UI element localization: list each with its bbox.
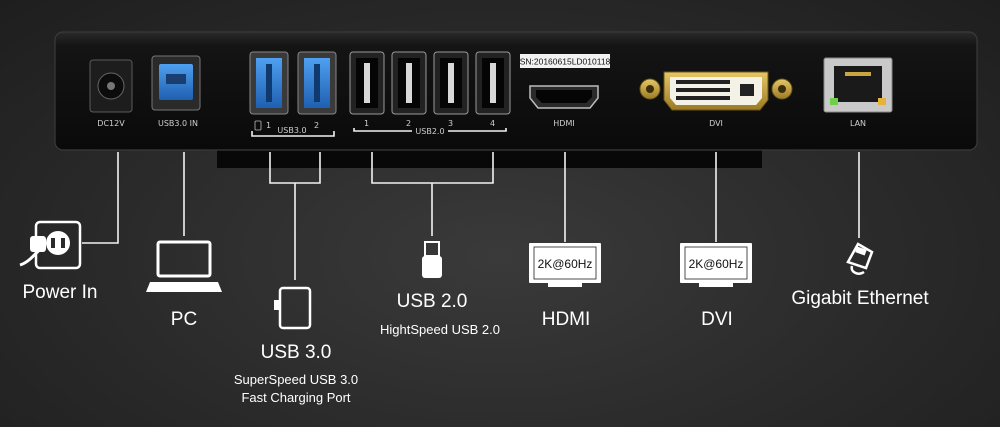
usb-stick-icon (422, 241, 442, 278)
hdmi-port: HDMI (529, 85, 599, 128)
usb3-in-port: USB3.0 IN (151, 55, 201, 128)
power-in-title: Power In (23, 282, 98, 303)
usb2-port-4 (475, 51, 511, 115)
usb2-port-4-label: 4 (490, 119, 495, 128)
usb2-port-1 (349, 51, 385, 115)
pc-callout: PC (146, 240, 222, 330)
usb2-port-1-label: 1 (364, 119, 369, 128)
hdmi-title: HDMI (542, 309, 591, 330)
usb3-group-label: USB3.0 (277, 126, 306, 135)
usb2-port-2-label: 2 (406, 119, 411, 128)
usb2-group-label: USB2.0 (415, 127, 444, 136)
callout-lines (82, 152, 860, 280)
usb3-title: USB 3.0 (261, 342, 332, 363)
usb2-port-2 (391, 51, 427, 115)
lan-label: LAN (850, 119, 866, 128)
dvi-callout: 2K@60Hz DVI (680, 243, 752, 330)
usb2-port-3-label: 3 (448, 119, 453, 128)
usb2-ports: 1 2 3 4 USB2.0 (349, 51, 511, 136)
dvi-title: DVI (701, 309, 733, 330)
usb2-line1: HightSpeed USB 2.0 (380, 322, 500, 337)
ethernet-callout: Gigabit Ethernet (791, 242, 929, 309)
dvi-port: DVI (639, 71, 793, 128)
hdmi-callout: 2K@60Hz HDMI (529, 243, 601, 330)
dc-port-label: DC12V (97, 119, 125, 128)
usb2-port-3 (433, 51, 469, 115)
power-in-callout: Power In (19, 220, 98, 303)
dock-base (217, 148, 762, 168)
usb2-title: USB 2.0 (397, 291, 468, 312)
dvi-pins (676, 80, 754, 100)
usb3-port-2-label: 2 (314, 121, 319, 130)
dvi-label: DVI (709, 119, 723, 128)
dc-port: DC12V (89, 59, 133, 128)
usb3-port-1-label: 1 (266, 121, 271, 130)
dvi-screen-text: 2K@60Hz (689, 257, 744, 271)
storage-device-icon (274, 286, 312, 330)
pc-title: PC (171, 309, 197, 330)
usb3-in-label: USB3.0 IN (158, 119, 198, 128)
ethernet-cable-icon (846, 242, 874, 275)
laptop-icon (146, 240, 222, 292)
usb3-ports: 1 USB3.0 2 (249, 51, 337, 137)
monitor-icon (680, 243, 752, 287)
power-plug-icon (19, 220, 82, 270)
hdmi-label: HDMI (553, 119, 574, 128)
usb3-line1: SuperSpeed USB 3.0 (234, 372, 358, 387)
ethernet-title: Gigabit Ethernet (791, 288, 929, 309)
battery-icon (254, 120, 262, 131)
usb3-line2: Fast Charging Port (241, 390, 350, 405)
usb2-callout: USB 2.0 HightSpeed USB 2.0 (380, 241, 500, 337)
serial-number: SN:20160615LD010118 (520, 57, 611, 67)
hdmi-screen-text: 2K@60Hz (538, 257, 593, 271)
usb3-callout: USB 3.0 SuperSpeed USB 3.0 Fast Charging… (234, 286, 358, 405)
monitor-icon (529, 243, 601, 287)
serial-sticker: SN:20160615LD010118 (520, 54, 611, 68)
lan-port: LAN (823, 57, 893, 128)
